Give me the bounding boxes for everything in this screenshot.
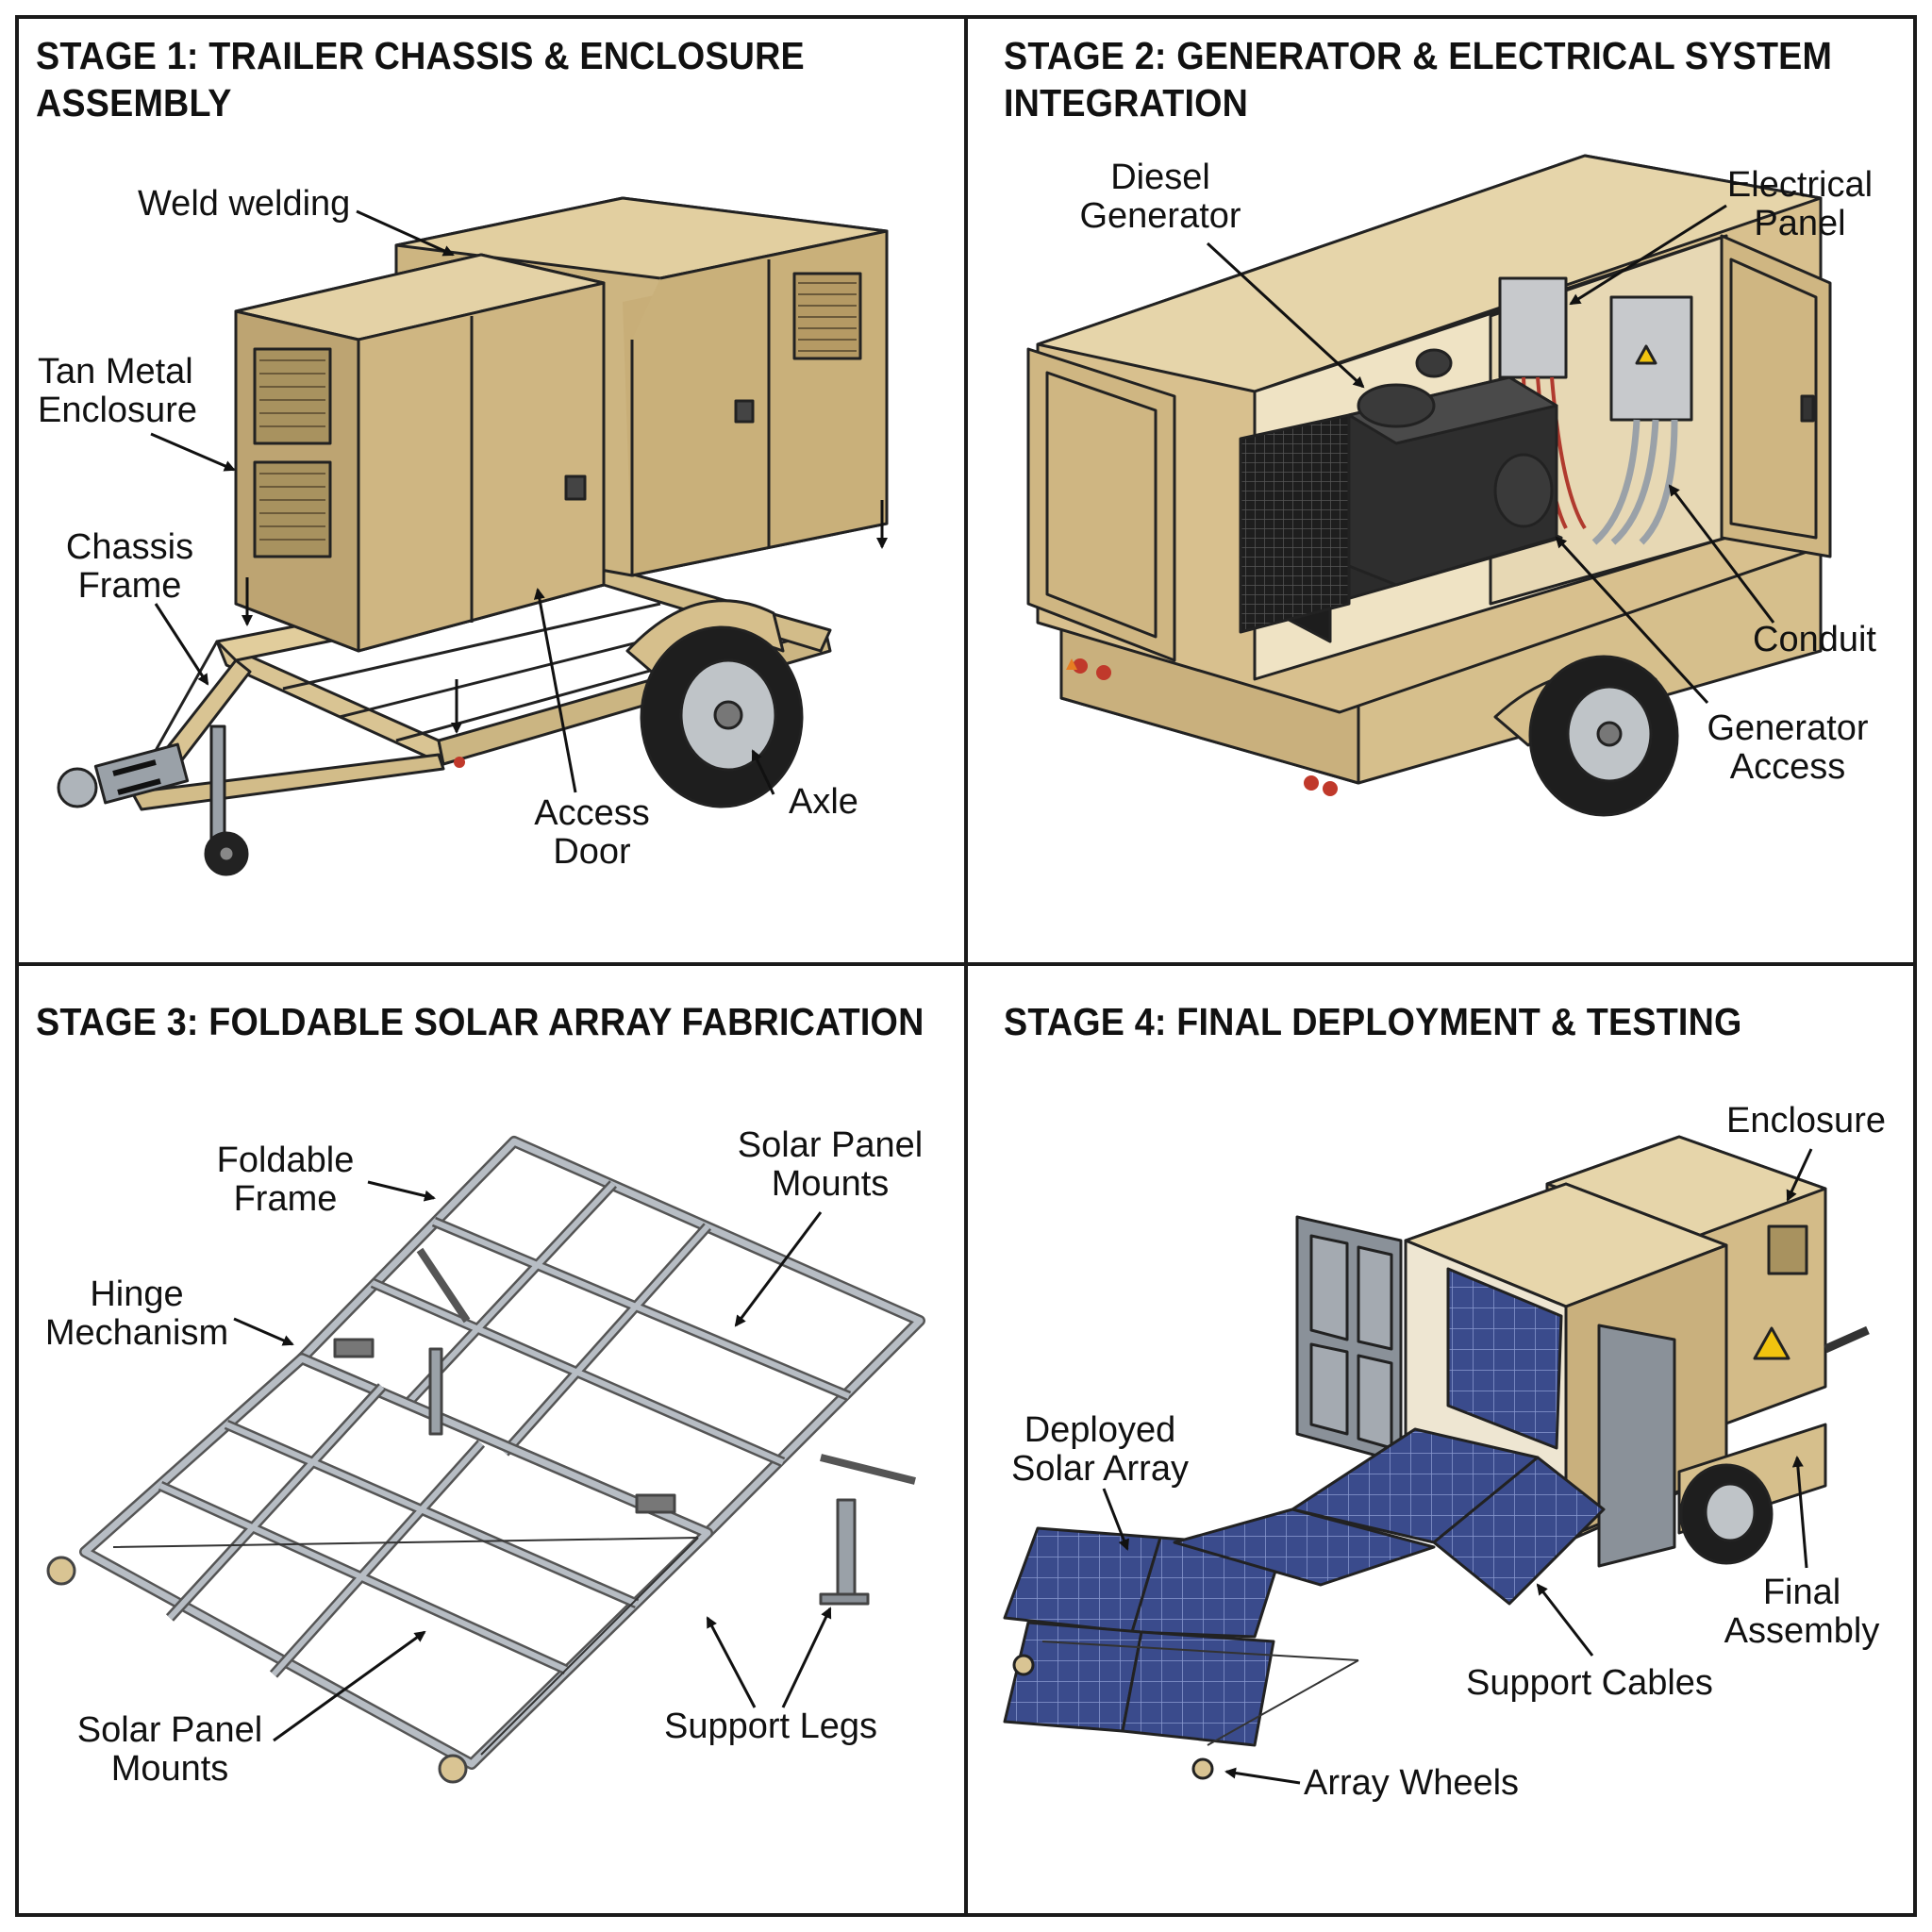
stage1-label-chassis: Chassis Frame: [65, 527, 194, 606]
stage2-leader-lines: [1206, 204, 1775, 705]
stage4-label-final: Final Assembly: [1724, 1573, 1880, 1651]
stage3-label-frame: Foldable Frame: [216, 1141, 355, 1219]
stage1-label-axle: Axle: [789, 782, 858, 822]
stage3-label-hinge: Hinge Mechanism: [44, 1274, 229, 1353]
stage4-leader-lines: [1102, 1148, 1813, 1785]
stage4-label-enclosure: Enclosure: [1726, 1101, 1886, 1141]
stage2-generator-illustration: [1026, 154, 1832, 817]
stage3-solar-frame-illustration: [46, 1136, 925, 1784]
stage2-label-generator: Diesel Generator: [1079, 158, 1241, 236]
stage4-label-cables: Support Cables: [1466, 1663, 1713, 1703]
stage4-label-wheels: Array Wheels: [1304, 1763, 1520, 1803]
stage3-title: STAGE 3: FOLDABLE SOLAR ARRAY FABRICATIO…: [36, 1000, 924, 1043]
stage3-label-mounts-top: Solar Panel Mounts: [737, 1125, 924, 1204]
stage1-label-weld: Weld welding: [138, 184, 351, 224]
stage1-label-enclosure: Tan Metal Enclosure: [38, 352, 197, 430]
stage3-label-mounts-bottom: Solar Panel Mounts: [76, 1710, 263, 1789]
stage4-title: STAGE 4: FINAL DEPLOYMENT & TESTING: [1004, 1000, 1742, 1043]
stage2-label-conduit: Conduit: [1753, 620, 1876, 659]
stage1-title: STAGE 1: TRAILER CHASSIS & ENCLOSURE ASS…: [36, 34, 805, 125]
stage2-label-panel: Electrical Panel: [1726, 165, 1874, 243]
stage4-label-solar: Deployed Solar Array: [1011, 1410, 1189, 1489]
stage2-label-access: Generator Access: [1707, 708, 1869, 787]
stage3-label-legs: Support Legs: [664, 1707, 878, 1746]
stage1-leader-lines: [150, 209, 888, 795]
stage1-trailer-illustration: [57, 196, 889, 876]
stage1-label-door: Access Door: [534, 793, 650, 872]
stage2-title: STAGE 2: GENERATOR & ELECTRICAL SYSTEM I…: [1004, 34, 1833, 125]
stage3-leader-lines: [233, 1180, 832, 1742]
stage4-deployment-illustration: [1003, 1135, 1870, 1780]
